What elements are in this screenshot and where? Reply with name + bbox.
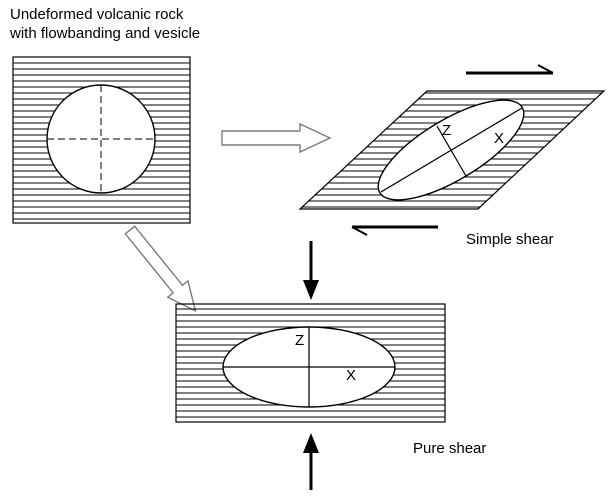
- compression-arrow-top: [303, 241, 319, 300]
- simple-shear-outline: [298, 90, 606, 210]
- title-text: Undeformed volcanic rock with flowbandin…: [10, 5, 200, 43]
- simple-shear-short-axis: [436, 125, 467, 177]
- arrow-to-simple-shear: [221, 122, 332, 154]
- pure-shear-outline: [175, 303, 446, 423]
- simple-shear-label: Simple shear: [466, 231, 554, 248]
- shear-arrow-bottom: [351, 225, 438, 236]
- title-line-2: with flowbanding and vesicle: [10, 25, 201, 42]
- simple-shear-block: Z X: [298, 90, 606, 210]
- title-line-1: Undeformed volcanic rock: [10, 6, 184, 23]
- simple-shear-x-label: X: [494, 130, 504, 147]
- undeformed-block-outline: [12, 56, 191, 224]
- simple-shear-z-label: Z: [442, 122, 451, 139]
- pure-shear-label: Pure shear: [413, 440, 487, 457]
- undeformed-block: [12, 56, 191, 224]
- pure-shear-x-label: X: [346, 367, 356, 384]
- pure-shear-block: Z X: [175, 303, 446, 423]
- shear-arrow-top: [466, 64, 554, 75]
- compression-arrow-bottom: [303, 433, 319, 490]
- pure-shear-z-label: Z: [295, 332, 304, 349]
